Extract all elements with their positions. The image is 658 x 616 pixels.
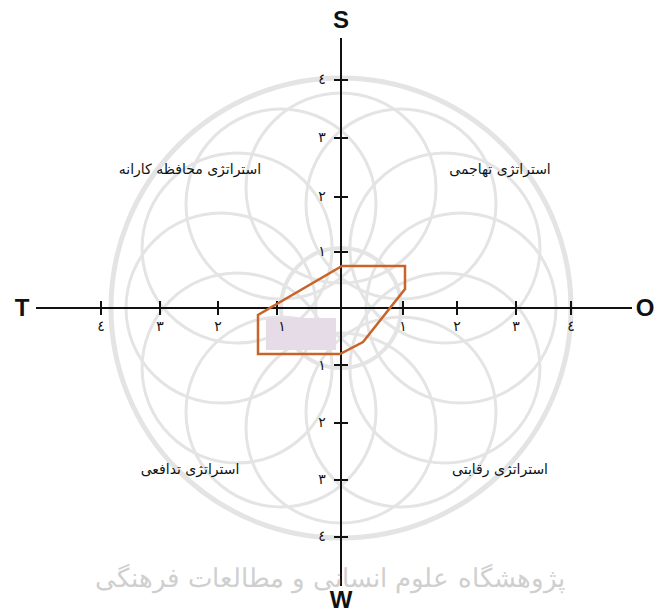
shaded-area [266, 318, 336, 350]
tick-mark [100, 301, 102, 315]
tick-mark [334, 137, 348, 139]
rosette-petal [142, 153, 332, 343]
tick-mark [456, 301, 458, 315]
quadrant-label: استراتژی محافظه کارانه [119, 162, 261, 177]
tick-mark [402, 301, 404, 315]
tick-number: ٣ [156, 319, 164, 334]
axis-letter: T [15, 295, 30, 321]
rosette-petal [350, 273, 540, 463]
tick-marks [101, 80, 571, 537]
tick-number: ٤ [318, 72, 326, 87]
tick-number: ١ [318, 358, 326, 373]
tick-number: ٢ [318, 189, 326, 204]
vertical-axis [340, 38, 342, 586]
tick-number: ٣ [512, 319, 520, 334]
tick-number: ٣ [318, 130, 326, 145]
tick-mark [334, 479, 348, 481]
quadrant-label: استراتژی تهاجمی [449, 162, 551, 177]
quadrant-label: استراتژی رقابتی [452, 462, 548, 477]
tick-number: ٤ [567, 319, 575, 334]
tick-mark [159, 301, 161, 315]
strategy-polygon [258, 266, 405, 354]
tick-mark [334, 251, 348, 253]
tick-mark [334, 196, 348, 198]
tick-mark [334, 79, 348, 81]
axes [36, 38, 632, 586]
tick-mark [334, 364, 348, 366]
tick-number: ٢ [453, 319, 461, 334]
tick-number: ٤ [97, 319, 105, 334]
axis-letter: O [636, 295, 655, 321]
tick-number: ٣ [318, 472, 326, 487]
tick-number: ١ [318, 244, 326, 259]
tick-mark [217, 301, 219, 315]
quadrant-label: استراتژی تدافعی [141, 462, 240, 477]
tick-number: ٢ [318, 415, 326, 430]
tick-mark [570, 301, 572, 315]
tick-mark [515, 301, 517, 315]
rosette-petal [186, 317, 376, 507]
tick-number: ١ [278, 319, 286, 334]
tick-mark [334, 536, 348, 538]
rosette-petal [350, 153, 540, 343]
rosette-petal [186, 109, 376, 299]
tick-number: ٤ [318, 529, 326, 544]
horizontal-axis [36, 307, 632, 309]
tick-mark [334, 422, 348, 424]
axis-letter: S [333, 7, 349, 33]
tick-number: ٢ [214, 319, 222, 334]
watermark-text: پژوهشگاه علوم انسانی و مطالعات فرهنگی [95, 564, 564, 593]
tick-number: ١ [399, 319, 407, 334]
rosette-petal [142, 273, 332, 463]
